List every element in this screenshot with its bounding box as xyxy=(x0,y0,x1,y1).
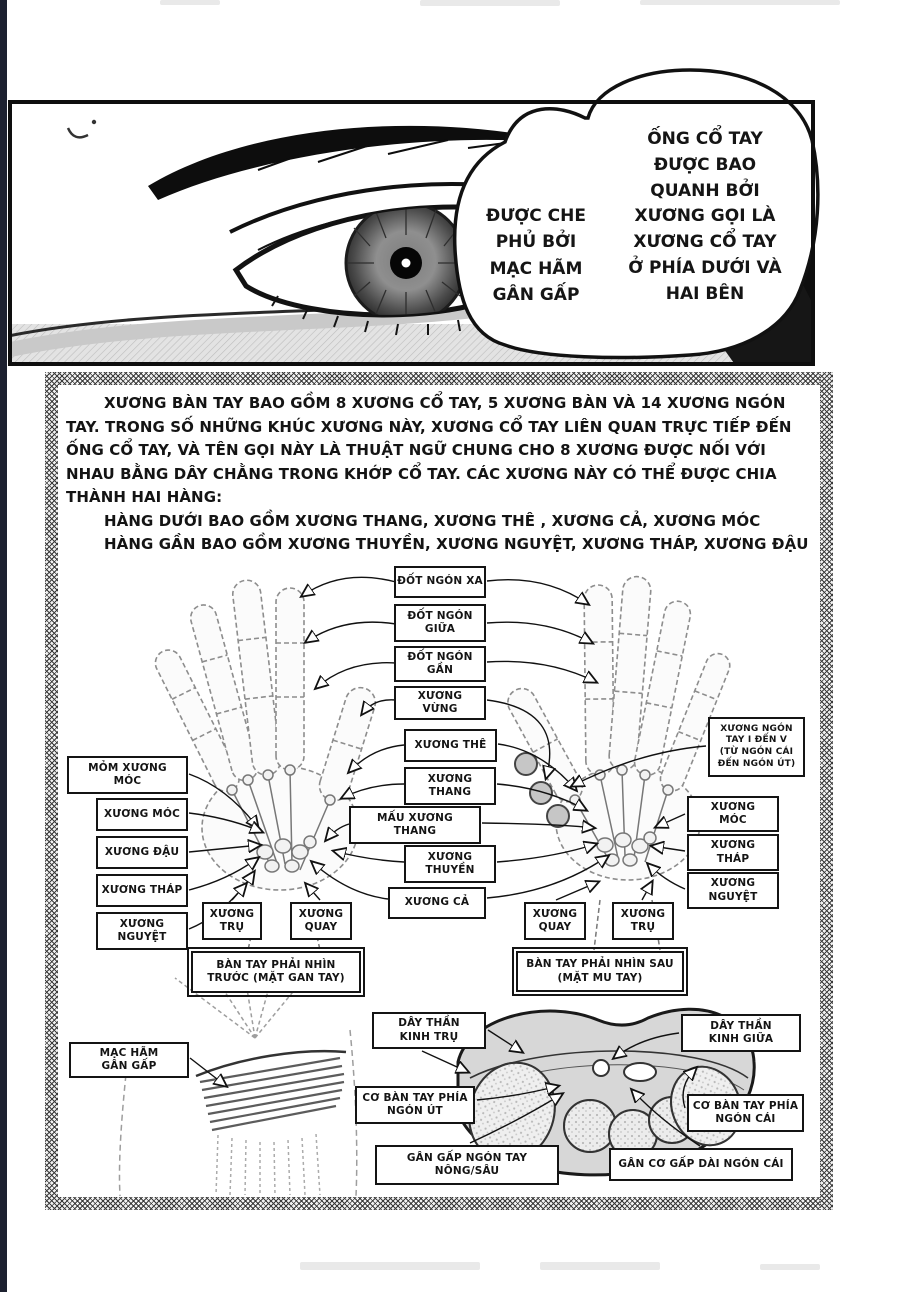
bleed-mark xyxy=(540,1262,660,1270)
label-day-than-kinh-tru: DÂY THẦN KINH TRỤ xyxy=(372,1012,486,1049)
sound-mark xyxy=(66,127,89,139)
bubble-text-left: ĐƯỢC CHE PHỦ BỞI MẠC HÃM GÂN GẤP xyxy=(485,206,586,306)
label-dot-ngon-xa: ĐỐT NGÓN XA xyxy=(394,566,486,598)
label-arrows xyxy=(188,576,707,1147)
label-xuong-nguyet-right: XƯƠNG NGUYỆT xyxy=(687,872,779,909)
iris xyxy=(344,207,468,315)
label-xuong-thap-right: XƯƠNG THÁP xyxy=(687,834,779,871)
label-day-than-kinh-giua: DÂY THẦN KINH GIỮA xyxy=(681,1014,801,1052)
label-dot-ngon-giua: ĐỐT NGÓN GIỮA xyxy=(394,604,486,642)
label-xuong-nguyet-left: XƯƠNG NGUYỆT xyxy=(96,912,188,950)
panel-frame xyxy=(45,1197,833,1210)
paragraph-line: TAY. TRONG SỐ NHỮNG KHÚC XƯƠNG NÀY, XƯƠN… xyxy=(66,417,792,436)
sesamoid-bones xyxy=(514,752,570,828)
label-co-ban-tay-ngon-ut: CƠ BÀN TAY PHÍA NGÓN ÚT xyxy=(355,1086,475,1124)
label-xuong-quay-right: XƯƠNG QUAY xyxy=(524,902,586,940)
left-hand-bones xyxy=(226,764,336,951)
paragraph-line: HÀNG DƯỚI BAO GỒM XƯƠNG THANG, XƯƠNG THÊ… xyxy=(104,511,761,530)
label-co-ban-tay-ngon-cai: CƠ BÀN TAY PHÍA NGÓN CÁI xyxy=(687,1094,804,1132)
bleed-mark xyxy=(300,1262,480,1270)
paragraph-line: XƯƠNG BÀN TAY BAO GỒM 8 XƯƠNG CỔ TAY, 5 … xyxy=(104,394,786,412)
paragraph-line: THÀNH HAI HÀNG: xyxy=(66,488,223,506)
label-xuong-ngon-i-v: XƯƠNG NGÓN TAY I ĐẾN V (TỪ NGÓN CÁI ĐẾN … xyxy=(708,717,805,777)
label-xuong-tru-right: XƯƠNG TRỤ xyxy=(612,902,674,940)
label-xuong-thuyen: XƯƠNG THUYỀN xyxy=(404,845,496,883)
label-gan-co-gap-dai-ngon-cai: GÂN CƠ GẤP DÀI NGÓN CÁI xyxy=(609,1148,793,1181)
label-xuong-dau-left: XƯƠNG ĐẬU xyxy=(96,836,188,869)
bleed-mark xyxy=(160,0,220,5)
panel-frame xyxy=(45,372,58,1210)
label-xuong-thang: XƯƠNG THANG xyxy=(404,767,496,805)
label-mom-xuong-moc: MỎM XƯƠNG MÓC xyxy=(67,756,188,794)
label-xuong-the: XƯƠNG THÊ xyxy=(404,729,497,762)
label-mau-xuong-thang: MẤU XƯƠNG THANG xyxy=(349,806,481,844)
wrist-drawing xyxy=(118,957,358,1197)
page-edge-strip xyxy=(0,0,7,1292)
panel-frame xyxy=(820,372,833,1210)
paragraph-line: ỐNG CỔ TAY, VÀ TÊN GỌI NÀY LÀ THUẬT NGỮ … xyxy=(66,441,766,459)
label-xuong-ca: XƯƠNG CẢ xyxy=(388,887,486,919)
paragraph-line: HÀNG GẦN BAO GỒM XƯƠNG THUYỀN, XƯƠNG NGU… xyxy=(104,535,809,553)
caption-dorsal-view: BÀN TAY PHẢI NHÌN SAU (MẶT MU TAY) xyxy=(512,947,688,996)
paragraph-line: NHAU BẰNG DÂY CHẰNG TRONG KHỚP CỔ TAY. C… xyxy=(66,464,777,483)
panel-frame xyxy=(45,372,833,385)
eyebrow xyxy=(148,125,570,200)
label-gan-gap-ngon-tay: GÂN GẤP NGÓN TAY NÔNG/SÂU xyxy=(375,1145,559,1185)
label-xuong-thap-left: XƯƠNG THÁP xyxy=(96,874,188,907)
label-xuong-tru-left: XƯƠNG TRỤ xyxy=(202,902,262,940)
bleed-mark xyxy=(420,0,560,6)
bleed-mark xyxy=(640,0,840,5)
label-mac-ham-gan-gap: MẠC HÃM GÂN GẤP xyxy=(69,1042,189,1078)
label-dot-ngon-gan: ĐỐT NGÓN GẦN xyxy=(394,646,486,682)
intro-paragraph: XƯƠNG BÀN TAY BAO GỒM 8 XƯƠNG CỔ TAY, 5 … xyxy=(66,392,818,557)
label-xuong-vung: XƯƠNG VỪNG xyxy=(394,686,486,720)
left-hand-skeleton xyxy=(154,579,377,891)
bubble-text-right: ỐNG CỔ TAY ĐƯỢC BAO QUANH BỞI XƯƠNG GỌI … xyxy=(628,129,782,304)
caption-palmar-view: BÀN TAY PHẢI NHÌN TRƯỚC (MẶT GAN TAY) xyxy=(187,947,365,997)
label-xuong-moc-right: XƯƠNG MÓC xyxy=(687,796,779,832)
label-xuong-quay-left: XƯƠNG QUAY xyxy=(290,902,352,940)
bleed-mark xyxy=(760,1264,820,1270)
label-xuong-moc-left: XƯƠNG MÓC xyxy=(96,798,188,831)
